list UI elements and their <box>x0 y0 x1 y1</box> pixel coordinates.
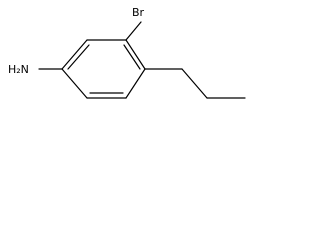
chemical-structure-canvas: Br H₂N <box>0 0 246 115</box>
bromine-atom-label: Br <box>132 6 145 19</box>
molecule-diagram: Br H₂N <box>8 6 246 99</box>
ring-bond-c1-c2 <box>61 39 88 70</box>
ring-double-bond-c3-c4 <box>123 44 141 70</box>
substituent-bonds <box>38 21 246 99</box>
ring-bond-c4-c5 <box>125 68 146 99</box>
ring-bond-c3-c4 <box>125 39 146 70</box>
amine-group-label: H₂N <box>8 63 29 76</box>
propyl-bond-2 <box>181 68 208 99</box>
bond-ring-to-bromine <box>125 21 142 41</box>
ring-double-bond-c1-c2 <box>67 44 90 70</box>
ring-bond-c6-c1 <box>61 68 88 99</box>
benzene-ring <box>61 39 146 99</box>
